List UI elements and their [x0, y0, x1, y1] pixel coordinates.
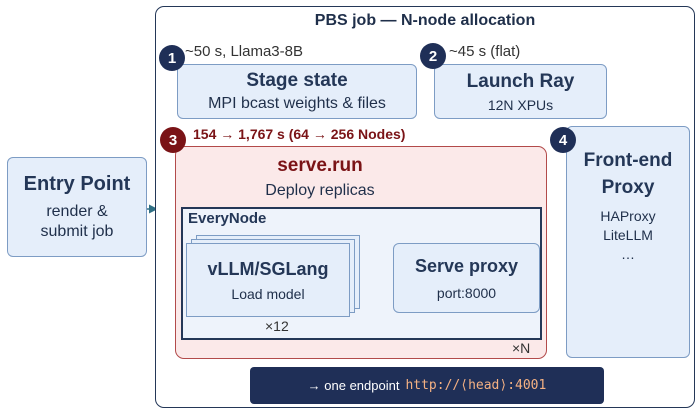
- node-multiplier: ×N: [512, 340, 531, 356]
- serve-run-subtitle: Deploy replicas: [265, 182, 375, 199]
- step-1-badge: 1: [159, 45, 185, 71]
- entry-point-title: Entry Point: [23, 172, 131, 195]
- endpoint-label: → one endpoint: [307, 378, 400, 393]
- entry-point-box: Entry Point render & submit job: [7, 157, 147, 257]
- vllm-subtitle: Load model: [231, 285, 305, 302]
- stage-state-title: Stage state: [246, 70, 348, 91]
- endpoint-bar: → one endpoint http://⟨head⟩:4001: [250, 367, 604, 404]
- serve-proxy-title: Serve proxy: [414, 255, 519, 276]
- serve-proxy-box: Serve proxy port:8000: [393, 243, 540, 313]
- everynode-label: EveryNode: [188, 210, 267, 227]
- entry-point-line2: submit job: [40, 222, 114, 240]
- stage-state-subtitle: MPI bcast weights & files: [208, 95, 386, 112]
- vllm-title: vLLM/SGLang: [207, 258, 329, 279]
- vllm-sglang-box: vLLM/SGLang Load model: [186, 243, 350, 317]
- launch-ray-box: Launch Ray 12N XPUs: [434, 64, 607, 119]
- frontend-proxy-box: Front-end Proxy HAProxy LiteLLM …: [566, 126, 690, 358]
- stage-state-box: Stage state MPI bcast weights & files: [177, 64, 417, 119]
- serve-run-title: serve.run: [277, 155, 363, 176]
- entry-point-line1: render &: [46, 202, 108, 220]
- pbs-job-title: PBS job — N-node allocation: [314, 12, 536, 29]
- frontend-item-haproxy: HAProxy: [600, 208, 656, 224]
- launch-ray-title: Launch Ray: [466, 70, 575, 92]
- vllm-multiplier: ×12: [265, 318, 289, 334]
- step-3-badge: 3: [160, 127, 186, 153]
- serve-timing-header: 154 → 1,767 s (64 → 256 Nodes): [193, 126, 406, 142]
- frontend-title-line2: Proxy: [601, 177, 655, 198]
- ray-timing-note: ~45 s (flat): [449, 43, 521, 60]
- step-2-badge: 2: [420, 43, 446, 69]
- endpoint-url: http://⟨head⟩:4001: [405, 378, 547, 393]
- frontend-item-litellm: LiteLLM: [603, 227, 653, 243]
- stage-timing-note: ~50 s, Llama3-8B: [185, 43, 303, 60]
- frontend-item-more: …: [621, 246, 635, 262]
- serve-proxy-port: port:8000: [436, 284, 497, 301]
- launch-ray-subtitle: 12N XPUs: [487, 96, 554, 113]
- frontend-title-line1: Front-end: [583, 150, 673, 171]
- step-4-badge: 4: [550, 127, 576, 153]
